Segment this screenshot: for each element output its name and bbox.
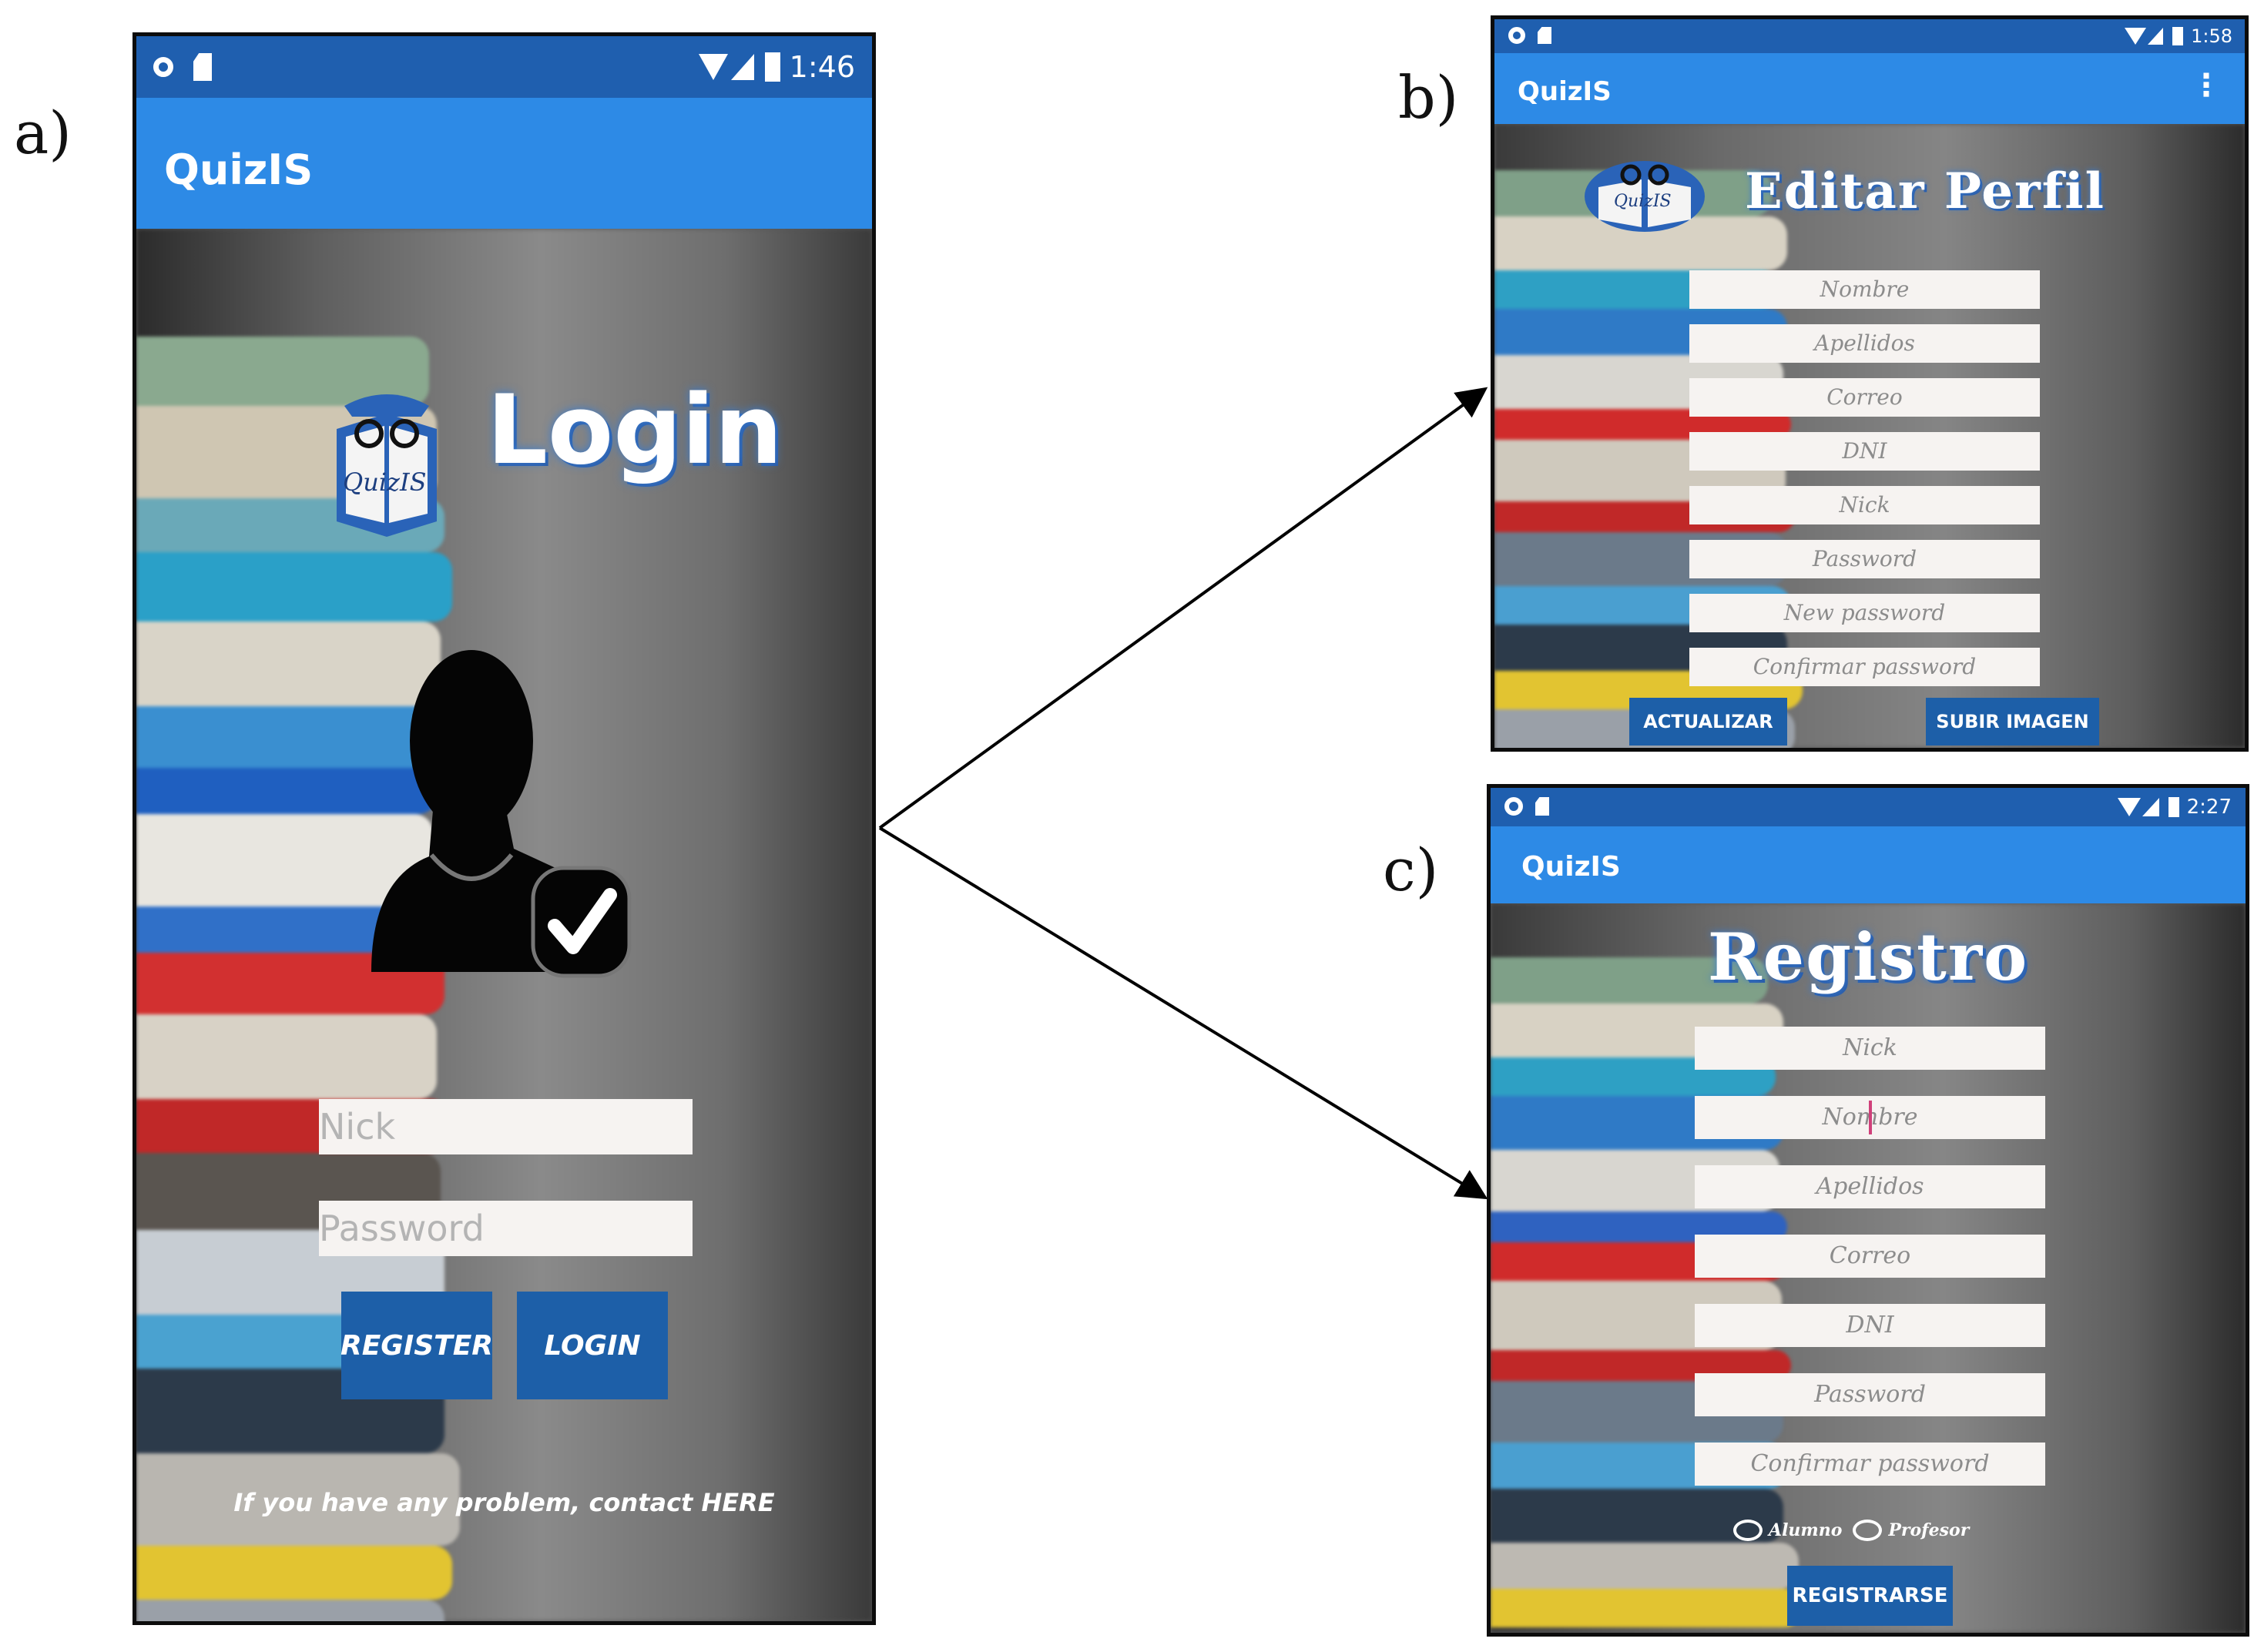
confirm-password-input[interactable]: Confirmar password — [1689, 648, 2040, 686]
signal-icon — [730, 54, 754, 80]
app-title: QuizIS — [1518, 76, 1612, 107]
subir-imagen-button[interactable]: SUBIR IMAGEN — [1926, 698, 2099, 746]
circle-status-icon — [1504, 797, 1523, 816]
panel-label-c: c) — [1383, 836, 1439, 904]
login-screen: 1:46 QuizIS — [132, 32, 876, 1625]
registrarse-button[interactable]: REGISTRARSE — [1787, 1566, 1953, 1626]
actualizar-button[interactable]: ACTUALIZAR — [1629, 698, 1787, 746]
password-input[interactable]: Password — [1689, 540, 2040, 578]
correo-input[interactable]: Correo — [1695, 1235, 2045, 1278]
edit-profile-background: QuizIS Editar Perfil Nombre Apellidos Co… — [1494, 124, 2245, 748]
nick-input[interactable]: Nick — [1695, 1027, 2045, 1070]
overflow-menu-icon[interactable]: ⋮ — [2191, 68, 2222, 103]
register-button[interactable]: REGISTER — [340, 1292, 493, 1399]
status-bar: 2:27 — [1491, 788, 2246, 826]
nick-input[interactable]: Nick — [1689, 486, 2040, 524]
wifi-icon — [2125, 28, 2147, 45]
app-bar: QuizIS — [136, 98, 872, 229]
login-button[interactable]: LOGIN — [517, 1292, 668, 1399]
sd-card-icon — [193, 53, 212, 81]
status-bar: 1:46 — [136, 36, 872, 98]
panel-label-a: a) — [14, 99, 72, 167]
password-input[interactable]: Password — [1695, 1373, 2045, 1416]
dni-input[interactable]: DNI — [1695, 1304, 2045, 1347]
new-password-input[interactable]: New password — [1689, 594, 2040, 632]
correo-input[interactable]: Correo — [1689, 378, 2040, 417]
logo-text: QuizIS — [343, 467, 427, 497]
dni-input[interactable]: DNI — [1689, 432, 2040, 471]
app-bar: QuizIS ⋮ — [1494, 53, 2245, 124]
apellidos-input[interactable]: Apellidos — [1689, 324, 2040, 363]
sd-card-icon — [1535, 797, 1549, 816]
app-bar: QuizIS — [1491, 826, 2246, 903]
password-placeholder: Password — [319, 1208, 485, 1249]
app-title: QuizIS — [1521, 851, 1621, 883]
status-time: 1:58 — [2191, 25, 2232, 47]
app-title: QuizIS — [164, 146, 314, 194]
status-time: 2:27 — [2186, 796, 2232, 819]
arrow-to-editar-perfil — [878, 387, 1488, 829]
radio-alumno[interactable] — [1733, 1520, 1763, 1541]
screen-title: Editar Perfil — [1745, 163, 2105, 220]
signal-icon — [2148, 28, 2164, 45]
radio-profesor-label: Profesor — [1888, 1520, 1970, 1540]
quizis-logo-icon: QuizIS — [329, 383, 444, 537]
battery-icon — [2172, 27, 2184, 45]
apellidos-input[interactable]: Apellidos — [1695, 1165, 2045, 1208]
nombre-input[interactable]: Nombre — [1689, 270, 2040, 309]
register-background: Registro Nick Nombre Apellidos Correo DN… — [1491, 903, 2246, 1633]
battery-icon — [2168, 797, 2179, 817]
logo-text: QuizIS — [1614, 192, 1672, 211]
status-bar: 1:58 — [1494, 19, 2245, 53]
register-screen: 2:27 QuizIS Registro Nick Nombre — [1487, 784, 2249, 1637]
wifi-icon — [698, 54, 728, 80]
nick-placeholder: Nick — [319, 1106, 396, 1148]
contact-help-link[interactable]: If you have any problem, contact HERE — [233, 1488, 775, 1517]
wifi-icon — [2117, 798, 2141, 816]
role-radio-group: Alumno Profesor — [1733, 1520, 1969, 1541]
confirm-password-input[interactable]: Confirmar password — [1695, 1443, 2045, 1486]
radio-alumno-label: Alumno — [1769, 1520, 1843, 1540]
nick-input[interactable]: Nick — [319, 1099, 693, 1154]
signal-icon — [2142, 798, 2159, 816]
login-background: QuizIS Login Nick Password REGISTER LOGI… — [136, 229, 872, 1621]
edit-profile-screen: 1:58 QuizIS ⋮ — [1491, 15, 2249, 752]
circle-status-icon — [1508, 27, 1525, 44]
status-time: 1:46 — [789, 50, 855, 84]
user-check-icon — [371, 650, 632, 978]
panel-label-b: b) — [1398, 63, 1459, 132]
screen-title: Login — [487, 375, 783, 486]
circle-status-icon — [153, 57, 173, 77]
text-cursor — [1869, 1101, 1872, 1134]
password-input[interactable]: Password — [319, 1201, 693, 1256]
battery-icon — [764, 52, 780, 82]
sd-card-icon — [1538, 27, 1551, 44]
radio-profesor[interactable] — [1853, 1520, 1883, 1541]
screen-title: Registro — [1707, 919, 2029, 995]
quizis-logo-icon: QuizIS — [1583, 156, 1706, 233]
nombre-input[interactable]: Nombre — [1695, 1096, 2045, 1139]
